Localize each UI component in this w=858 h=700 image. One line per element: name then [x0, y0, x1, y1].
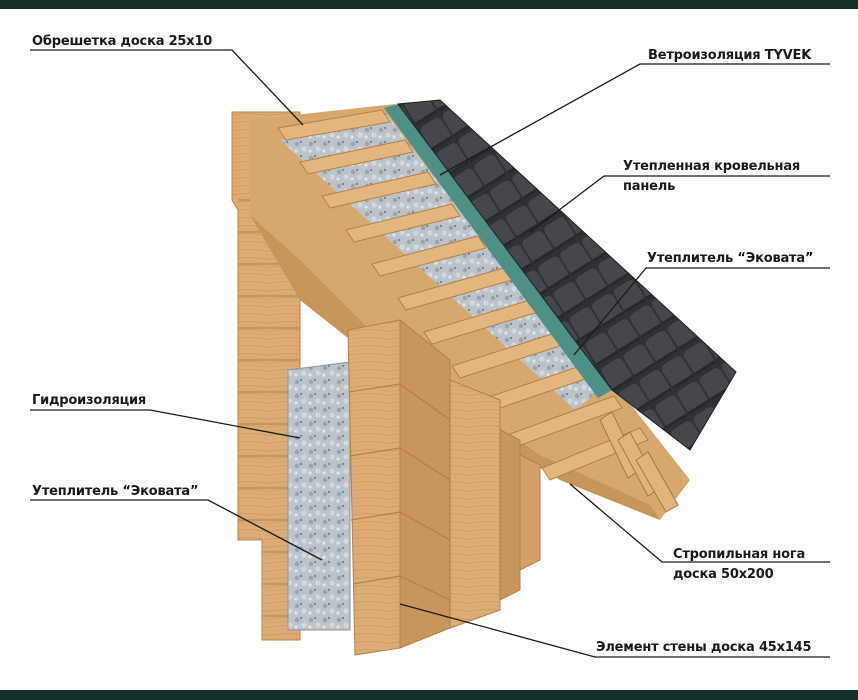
label-roof-panel-line2: панель: [623, 179, 676, 194]
label-wind-barrier: Ветроизоляция TYVEK: [648, 48, 812, 63]
front-wall-element: [347, 318, 541, 656]
roof-section: [250, 99, 737, 520]
label-rafter-line1: Стропильная нога: [673, 547, 806, 562]
leader-rafter: [569, 483, 830, 563]
leader-wall-insulation: [30, 499, 323, 561]
leader-lathing: [30, 49, 304, 126]
label-wall-element: Элемент стены доска 45х145: [596, 640, 812, 655]
leader-roof-insulation: [573, 267, 830, 356]
label-roof-panel-line1: Утепленная кровельная: [623, 159, 801, 174]
label-waterproofing: Гидроизоляция: [32, 393, 147, 408]
leader-lines: [30, 49, 830, 658]
leader-wall-element: [399, 603, 830, 658]
top-frame-bar: [0, 0, 858, 9]
label-lathing: Обрешетка доска 25х10: [32, 34, 213, 49]
wall-insulation-core: [287, 361, 351, 631]
bottom-frame-bar: [0, 690, 858, 700]
leader-wind-barrier: [439, 63, 830, 176]
label-wall-insulation: Утеплитель “Эковата”: [32, 484, 199, 499]
label-rafter-line2: доска 50х200: [673, 567, 774, 582]
leader-roof-panel: [529, 175, 830, 233]
leader-waterproofing: [30, 409, 301, 439]
label-roof-insulation: Утеплитель “Эковата”: [647, 251, 814, 266]
